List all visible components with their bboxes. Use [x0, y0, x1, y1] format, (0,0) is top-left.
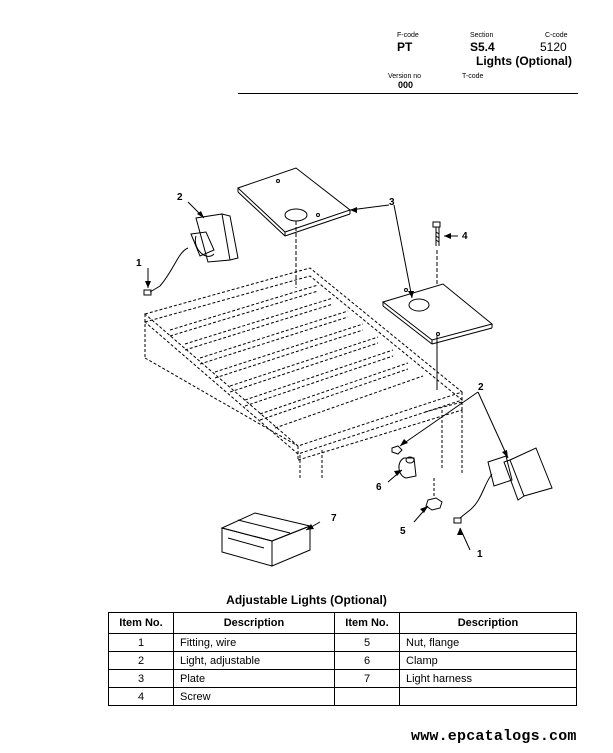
clamp — [398, 456, 417, 479]
small-nut — [391, 445, 403, 455]
ccode-label: C-code — [545, 32, 568, 39]
description: Fitting, wire — [173, 633, 335, 652]
ccode-value: 5120 — [540, 40, 567, 54]
description: Light, adjustable — [173, 651, 335, 670]
left-light — [143, 213, 239, 296]
frame-outline — [143, 267, 464, 480]
light-harness-box — [220, 512, 312, 567]
callout-numbers: 1 2 3 4 2 3 7 6 5 1 — [136, 192, 484, 560]
item-no: 3 — [108, 669, 174, 688]
section-value: S5.4 — [470, 40, 495, 54]
callout-7: 7 — [331, 513, 337, 524]
item-no: 5 — [334, 633, 400, 652]
lower-plate — [381, 283, 494, 390]
item-no: 6 — [334, 651, 400, 670]
callout-2-left: 2 — [177, 192, 183, 203]
item-no: 1 — [108, 633, 174, 652]
description: Plate — [173, 669, 335, 688]
description: Light harness — [399, 669, 577, 688]
header-item-no-2: Item No. — [334, 612, 400, 634]
item-no: 2 — [108, 651, 174, 670]
tcode-label: T-code — [462, 73, 484, 80]
table-row: 2 Light, adjustable 6 Clamp — [108, 651, 577, 670]
section-label: Section — [470, 32, 494, 39]
item-no — [334, 687, 400, 706]
table-title: Adjustable Lights (Optional) — [226, 593, 387, 607]
table-header-row: Item No. Description Item No. Descriptio… — [108, 612, 577, 634]
screw — [432, 221, 441, 284]
version-label: Version no — [388, 73, 422, 80]
description: Clamp — [399, 651, 577, 670]
table-row: 4 Screw — [108, 687, 577, 706]
item-no: 4 — [108, 687, 174, 706]
header-item-no-1: Item No. — [108, 612, 174, 634]
description — [399, 687, 577, 706]
callout-3-top: 3 — [389, 197, 395, 208]
section-title: Lights (Optional) — [476, 54, 572, 68]
callout-4: 4 — [462, 231, 468, 242]
watermark-link[interactable]: www.epcatalogs.com — [411, 728, 577, 745]
fcode-label: F-code — [397, 32, 419, 39]
upper-plate — [237, 167, 352, 288]
table-row: 3 Plate 7 Light harness — [108, 669, 577, 688]
item-no: 7 — [334, 669, 400, 688]
fcode-value: PT — [397, 40, 413, 54]
arrowheads — [145, 207, 508, 535]
callout-2-right: 2 — [478, 382, 484, 393]
header-description-1: Description — [173, 612, 335, 634]
callout-5: 5 — [400, 526, 406, 537]
header-description-2: Description — [399, 612, 577, 634]
exploded-parts-drawing: 1 2 3 4 2 3 7 6 5 1 — [136, 167, 553, 567]
parts-table: Item No. Description Item No. Descriptio… — [108, 612, 577, 706]
flange-nut — [425, 478, 443, 511]
callout-1-left: 1 — [136, 258, 142, 269]
callout-6: 6 — [376, 482, 382, 493]
version-value: 000 — [398, 80, 414, 90]
callout-1-right: 1 — [477, 549, 483, 560]
table-row: 1 Fitting, wire 5 Nut, flange — [108, 633, 577, 652]
description: Nut, flange — [399, 633, 577, 652]
header-rule — [238, 93, 578, 94]
description: Screw — [173, 687, 335, 706]
right-light — [453, 447, 553, 524]
